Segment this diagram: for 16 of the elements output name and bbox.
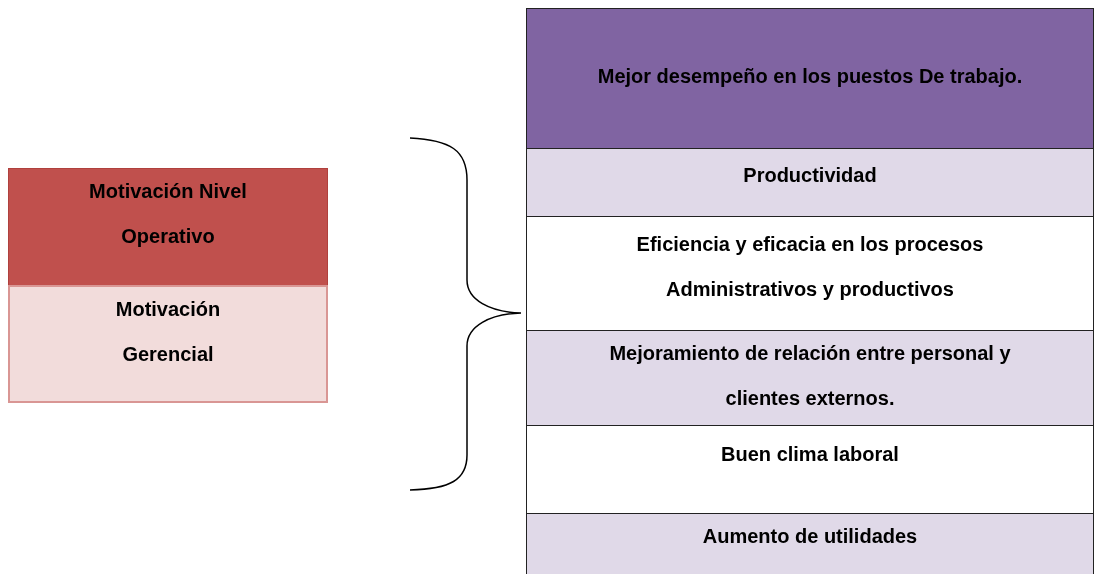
table-row: [526, 513, 1094, 574]
row-label: Mejoramiento de relación entre personal y clientes externos.: [608, 341, 1012, 411]
row-label: Mejor desempeño en los puestos De trabajo.: [597, 64, 1023, 89]
header-row: [526, 8, 1094, 149]
motivation-box: [8, 168, 328, 286]
row-label: Motivación Nivel Operativo: [88, 179, 248, 249]
motivation-box: [8, 285, 328, 403]
table-row: [526, 216, 1094, 331]
table-row: [526, 425, 1094, 514]
row-label: Motivación Gerencial: [114, 297, 222, 367]
row-label: Buen clima laboral: [721, 442, 899, 467]
table-row: [526, 148, 1094, 217]
row-label: Eficiencia y eficacia en los procesos Administrativos y productivos: [635, 232, 985, 302]
table-row: [526, 330, 1094, 426]
row-label: Productividad: [743, 163, 877, 188]
row-label: Aumento de utilidades: [702, 524, 918, 549]
